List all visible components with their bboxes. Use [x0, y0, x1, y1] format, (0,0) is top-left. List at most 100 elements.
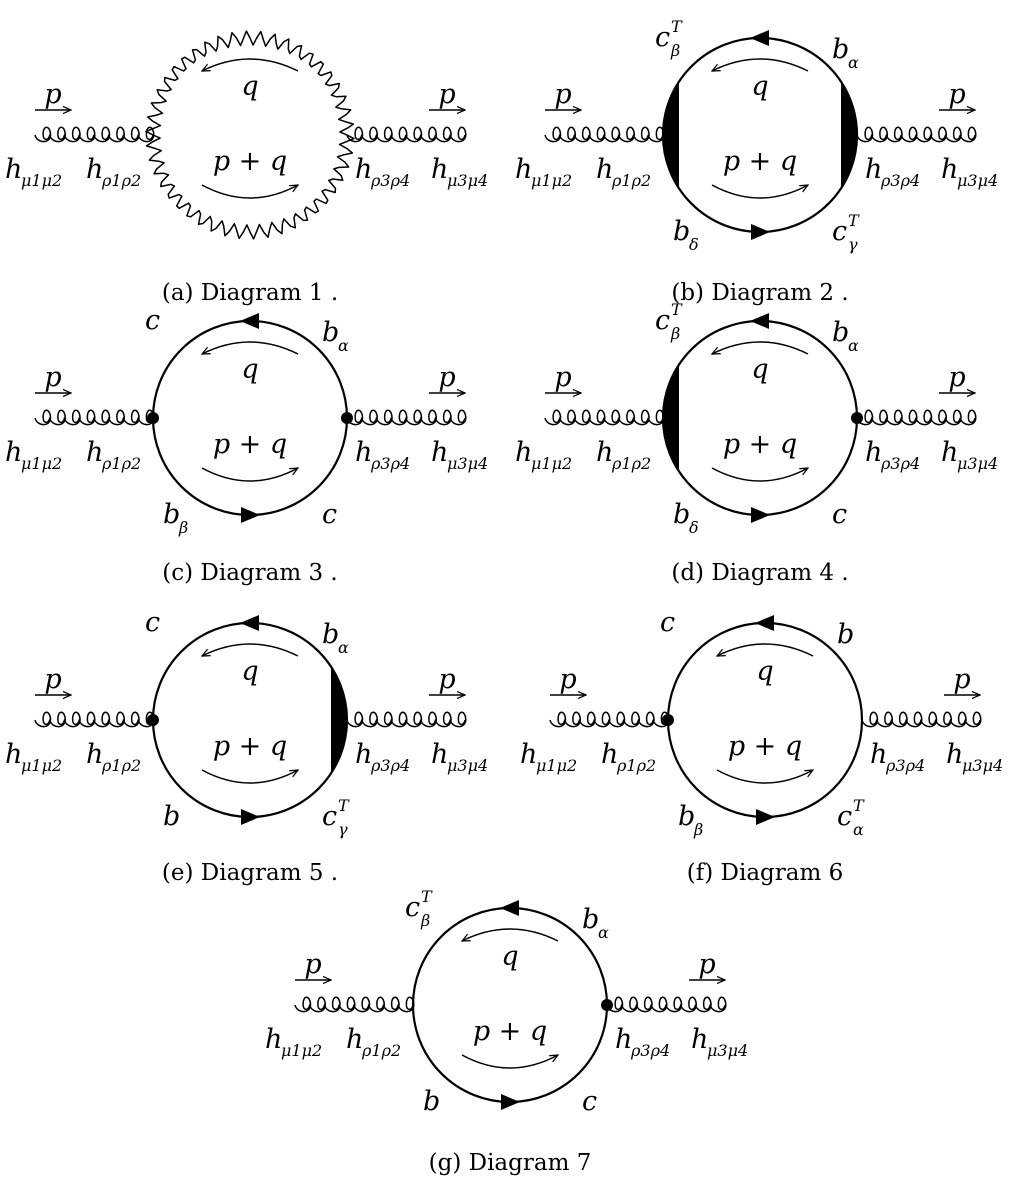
arrowhead-bottom [756, 809, 775, 825]
vertex-blob-left [663, 364, 679, 472]
h-int-left: h [346, 1024, 363, 1055]
propagator-loop [151, 621, 349, 819]
diagram-caption: (c) Diagram 3 . [162, 560, 337, 586]
ext-momentum-left: p [554, 79, 571, 110]
ext-momentum-right: p [438, 362, 455, 393]
loop-label-pq: p + q [213, 146, 287, 177]
h-ext-right-sub: μ3μ4 [707, 1041, 748, 1060]
gluon-leg-right [346, 711, 467, 728]
corner-label-bl-sub: β [178, 518, 188, 537]
corner-label-br: c [832, 499, 847, 530]
corner-label-br-sup: T [848, 211, 860, 230]
corner-label-tl-sup: T [421, 887, 433, 906]
corner-label-tl: c [145, 607, 160, 638]
loop-label-pq: p + q [723, 146, 797, 177]
corner-label-tl: c [405, 892, 420, 923]
vertex-dot-left [147, 412, 159, 424]
gluon-leg-left [544, 126, 665, 143]
h-ext-left-sub: μ1μ2 [536, 756, 577, 775]
arrowhead-bottom [241, 507, 260, 523]
ext-momentum-right: p [438, 664, 455, 695]
h-ext-left-sub: μ1μ2 [531, 454, 572, 473]
h-int-right-sub: ρ3ρ4 [370, 756, 410, 775]
vertex-dot-left [147, 714, 159, 726]
gluon-leg-left [294, 996, 415, 1013]
h-int-right: h [355, 154, 372, 185]
vertex-dot-right [601, 999, 613, 1011]
corner-label-tl-sub: β [670, 324, 680, 343]
corner-label-tr-sub: α [848, 336, 859, 355]
ext-momentum-left: p [304, 949, 321, 980]
gluon-leg-left [544, 409, 665, 426]
h-int-right: h [865, 154, 882, 185]
h-ext-left-sub: μ1μ2 [531, 171, 572, 190]
corner-label-tl-sup: T [671, 17, 683, 36]
diagram-caption: (e) Diagram 5 . [162, 860, 338, 886]
ext-momentum-left: p [44, 664, 61, 695]
arrowhead-top [750, 30, 769, 46]
corner-label-bl: b [163, 801, 180, 832]
corner-label-tr-sub: α [598, 923, 609, 942]
ext-momentum-right: p [698, 949, 715, 980]
h-int-right-sub: ρ3ρ4 [880, 454, 920, 473]
corner-label-bl: b [163, 499, 180, 530]
loop-label-q: q [501, 941, 518, 972]
h-ext-left: h [5, 437, 22, 468]
h-ext-right: h [431, 437, 448, 468]
corner-label-bl: b [673, 499, 690, 530]
h-int-right-sub: ρ3ρ4 [370, 171, 410, 190]
ext-momentum-right: p [953, 664, 970, 695]
diagram-caption: (d) Diagram 4 . [671, 560, 848, 586]
h-ext-left: h [515, 437, 532, 468]
h-ext-left-sub: μ1μ2 [21, 171, 62, 190]
ext-momentum-right: p [438, 79, 455, 110]
h-int-right: h [355, 437, 372, 468]
loop-label-q: q [756, 656, 773, 687]
gluon-loop [145, 30, 355, 240]
h-ext-right-sub: μ3μ4 [962, 756, 1003, 775]
h-int-left-sub: ρ1ρ2 [101, 454, 141, 473]
momentum-arrow-bottom [461, 1055, 558, 1069]
corner-label-tr: b [322, 619, 339, 650]
momentum-arrow-top [712, 341, 809, 354]
arrowhead-top [240, 313, 259, 329]
h-int-right-sub: ρ3ρ4 [370, 454, 410, 473]
h-int-right: h [355, 739, 372, 770]
gluon-leg-right [856, 409, 977, 426]
diagram-caption: (f) Diagram 6 [687, 860, 843, 886]
gluon-leg-right [861, 711, 982, 728]
corner-label-br-sub: γ [338, 820, 348, 839]
propagator-loop [661, 319, 859, 517]
h-int-left-sub: ρ1ρ2 [101, 756, 141, 775]
momentum-arrow-bottom [716, 770, 813, 784]
corner-label-tl-sup: T [671, 300, 683, 319]
propagator-loop [411, 906, 609, 1104]
vertex-dot-right [851, 412, 863, 424]
momentum-arrow-top [717, 643, 814, 656]
corner-label-tl: c [660, 607, 675, 638]
corner-label-bl: b [423, 1086, 440, 1117]
arrowhead-top [240, 615, 259, 631]
loop-label-q: q [751, 71, 768, 102]
corner-label-bl: b [678, 801, 695, 832]
corner-label-br-sup: T [338, 796, 350, 815]
corner-label-tl: c [655, 305, 670, 336]
h-ext-right-sub: μ3μ4 [957, 454, 998, 473]
corner-label-tr-sub: α [338, 638, 349, 657]
h-ext-right-sub: μ3μ4 [447, 171, 488, 190]
diagram-caption: (b) Diagram 2 . [671, 280, 848, 306]
ext-momentum-left: p [44, 362, 61, 393]
propagator-loop [151, 319, 349, 517]
gluon-leg-left [34, 126, 155, 143]
arrowhead-top [750, 313, 769, 329]
vertex-dot-right [341, 412, 353, 424]
h-ext-right-sub: μ3μ4 [447, 756, 488, 775]
vertex-blob-right [331, 666, 347, 774]
diagram-caption: (g) Diagram 7 [429, 1150, 592, 1176]
corner-label-bl: b [673, 216, 690, 247]
h-ext-right-sub: μ3μ4 [957, 171, 998, 190]
loop-label-q: q [751, 354, 768, 385]
